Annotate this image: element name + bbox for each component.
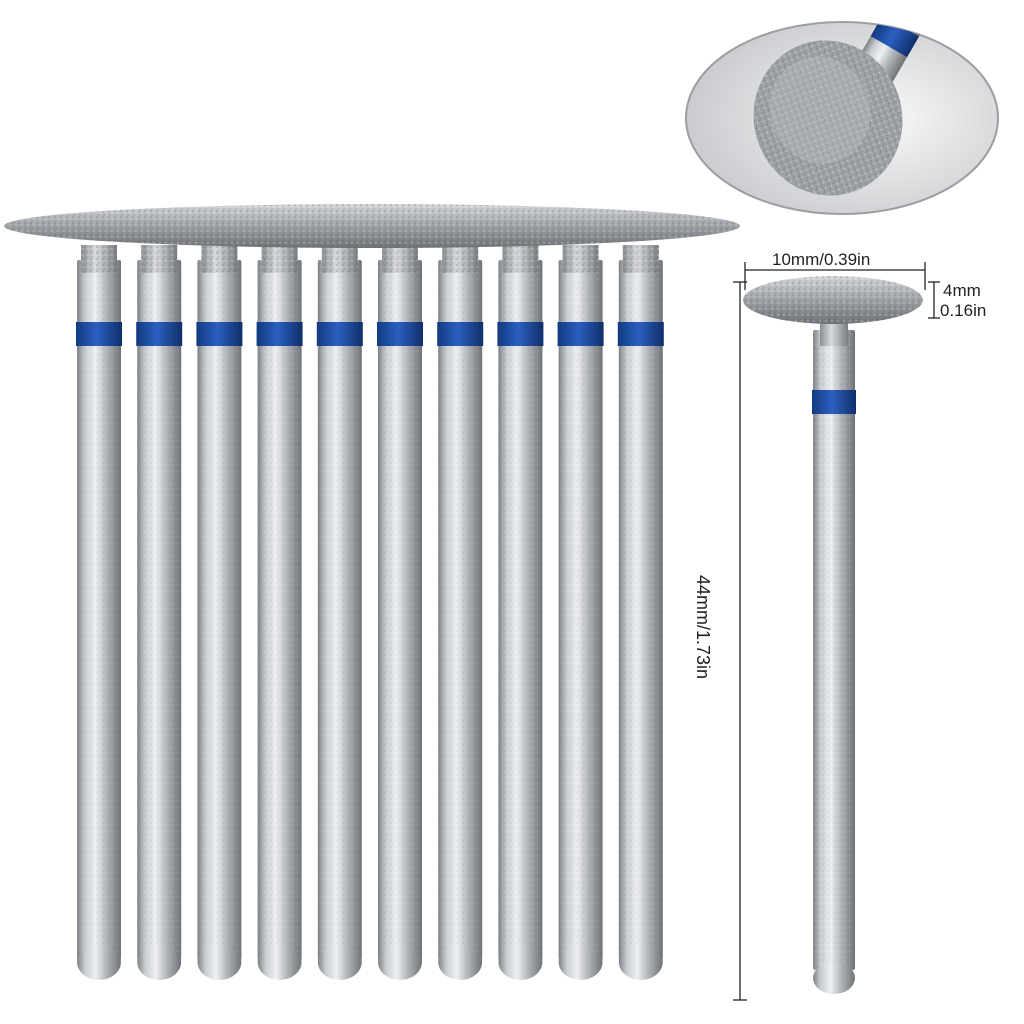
- burr-7: [437, 245, 484, 980]
- burr-3: [196, 245, 243, 980]
- burr-4: [256, 245, 303, 980]
- burr-1: [76, 245, 122, 980]
- burr-8: [497, 245, 544, 980]
- head-diameter-label: 10mm/0.39in: [772, 250, 871, 269]
- measured-burr: [743, 276, 923, 994]
- burr-10: [617, 245, 664, 980]
- burr-6: [377, 245, 423, 980]
- total-length-label: 44mm/1.73in: [693, 575, 713, 680]
- head-thickness-in-label: 0.16in: [940, 301, 987, 320]
- burr-set: [76, 245, 664, 980]
- burr-9: [557, 245, 604, 980]
- zoom-inset: [685, 21, 999, 215]
- dimension-lines: [733, 262, 940, 1001]
- burr-2: [136, 245, 183, 980]
- head-thickness-mm-label: 4mm: [943, 281, 981, 300]
- burr-heads-row: [4, 204, 740, 248]
- burr-5: [316, 245, 363, 980]
